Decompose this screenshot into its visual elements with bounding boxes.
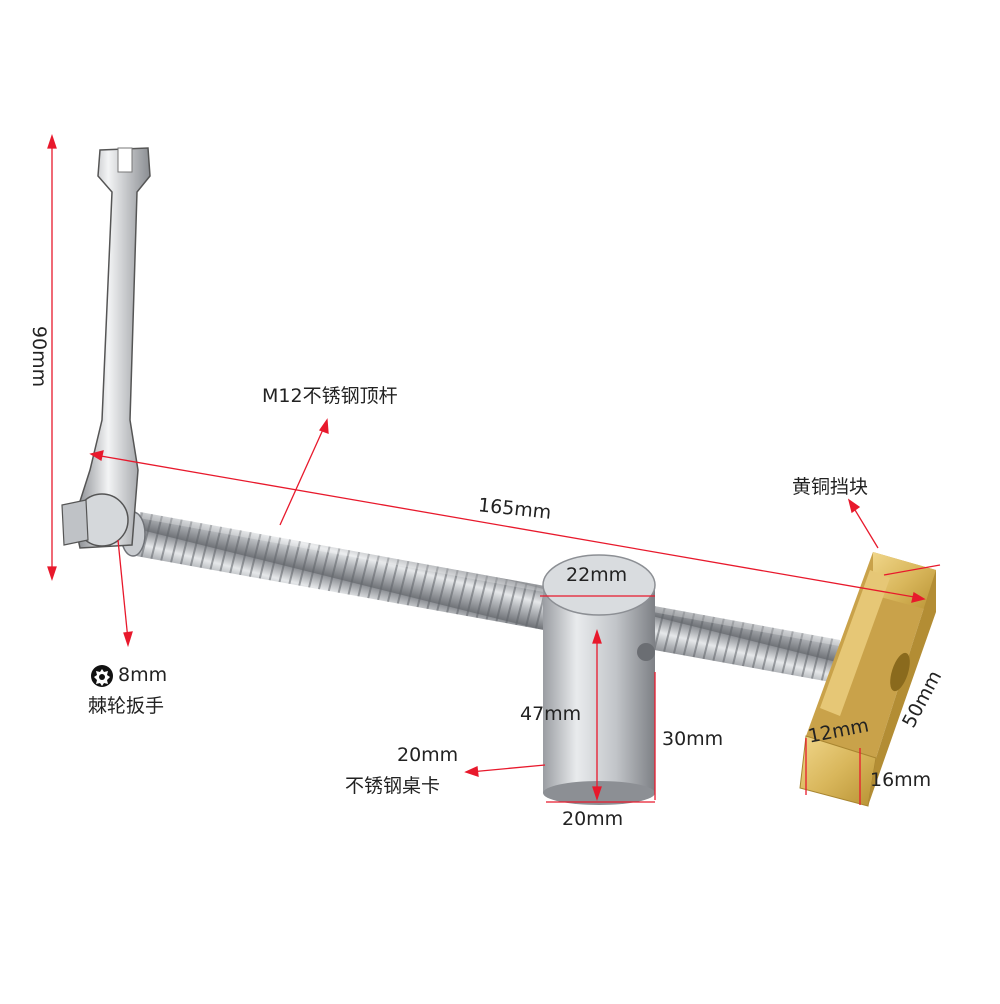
cylinder-name-label: 不锈钢桌卡 — [345, 775, 441, 797]
cylinder-top-label: 22mm — [566, 564, 628, 586]
cylinder-bottom-label: 20mm — [562, 808, 624, 830]
rod-name-label: M12不锈钢顶杆 — [262, 385, 398, 407]
threaded-rod — [136, 512, 840, 683]
ratchet-wrench — [61, 147, 151, 549]
cylinder-height-label: 47mm — [520, 703, 582, 725]
wrench-name-label: 棘轮扳手 — [88, 695, 165, 717]
cylinder-body-label: 30mm — [662, 728, 724, 750]
socket-size-label: 8mm — [118, 664, 168, 686]
dimension-lines — [47, 133, 941, 805]
brass-height-label: 16mm — [870, 769, 932, 791]
cylinder-name-size-label: 20mm — [397, 744, 459, 766]
stainless-bench-dog — [542, 554, 656, 805]
twelve-point-socket-icon — [91, 665, 113, 687]
brass-name-label: 黄铜挡块 — [792, 476, 869, 498]
wrench-length-label: 90mm — [28, 325, 51, 388]
